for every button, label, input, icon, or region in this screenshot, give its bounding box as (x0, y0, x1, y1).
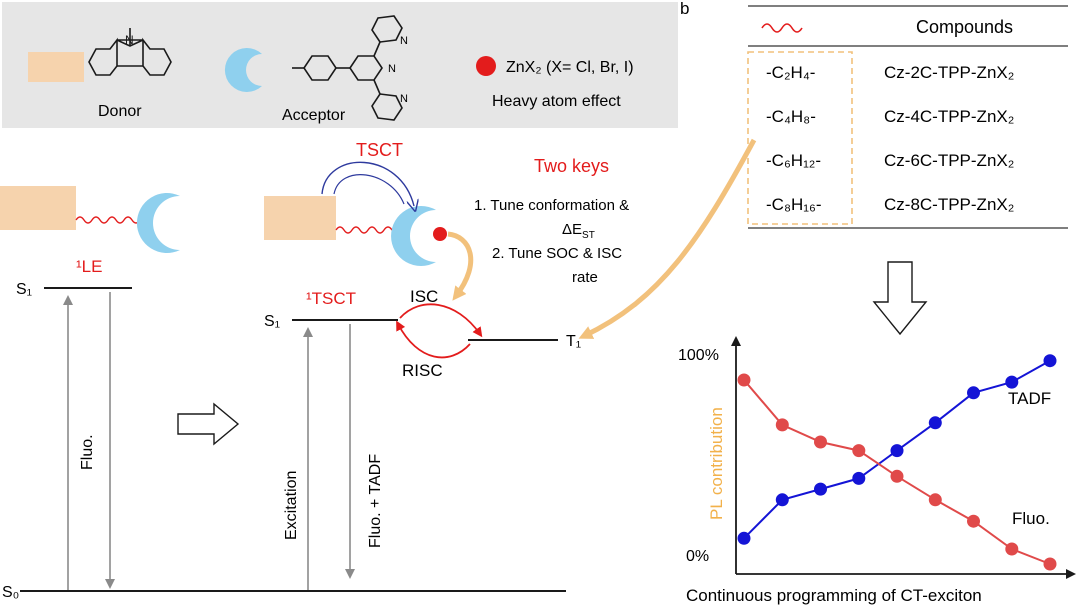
data-point-tadf (890, 444, 904, 458)
table-compound-cell: Cz-4C-TPP-ZnX₂ (884, 107, 1014, 126)
data-point-fluo (1043, 557, 1057, 571)
right-tsct-label: ¹TSCT (306, 289, 356, 308)
data-point-tadf (814, 482, 827, 496)
pyridine-n-bottom: N (400, 93, 408, 105)
data-point-fluo (814, 435, 827, 449)
donor-legend-label: Donor (98, 103, 142, 120)
series-label-fluo: Fluo. (1012, 509, 1050, 528)
data-point-fluo (890, 469, 904, 483)
legend-box (2, 2, 678, 128)
data-point-fluo (928, 493, 942, 507)
right-donor-block (264, 196, 336, 240)
t1-label: T₁ (566, 333, 581, 350)
chain-wave-icon (761, 23, 803, 33)
s0-label: S₀ (2, 584, 19, 601)
left-s1-label: S₁ (16, 281, 32, 298)
isc-arrow (399, 303, 483, 338)
isc-label: ISC (410, 287, 438, 306)
panel-b-label: b (680, 0, 689, 18)
risc-label: RISC (402, 361, 443, 380)
two-keys-line2: ΔEST (562, 221, 595, 241)
left-acceptor-crescent (136, 193, 180, 253)
acceptor-crescent-icon (224, 47, 262, 93)
left-donor-block (0, 186, 76, 230)
tsct-arrow-outer (321, 161, 414, 206)
chart-y-tick-top: 100% (678, 347, 719, 364)
data-point-tadf (852, 471, 866, 485)
table-linker-cell: -C₄H₈- (766, 107, 816, 126)
linker-highlight-box (747, 51, 853, 225)
two-keys-line4: rate (572, 269, 598, 286)
pyridine-n-mid: N (388, 63, 396, 75)
table-to-t1-arrow (578, 138, 757, 339)
right-znx-dot (433, 227, 447, 241)
data-point-fluo (852, 444, 866, 458)
two-keys-line3: 2. Tune SOC & ISC (492, 245, 622, 262)
terpyridine-structure (292, 15, 403, 121)
table-linker-cell: -C₆H₁₂- (766, 151, 821, 170)
data-point-tadf (1005, 375, 1019, 389)
table-compound-cell: Cz-8C-TPP-ZnX₂ (884, 195, 1014, 214)
table-header: Compounds (916, 17, 1013, 37)
table-body: -C₂H₄- Cz-2C-TPP-ZnX₂ -C₄H₈- Cz-4C-TPP-ZnX₂… (766, 63, 1014, 214)
left-fluo-label: Fluo. (79, 434, 96, 470)
data-point-fluo (967, 514, 980, 528)
carbazole-n-label: N (125, 33, 134, 47)
chart-y-label: PL contribution (707, 407, 726, 520)
excitation-label: Excitation (283, 471, 300, 540)
pyridine-n-top: N (400, 35, 408, 47)
right-s1-label: S₁ (264, 313, 280, 330)
two-keys-title: Two keys (534, 156, 609, 176)
two-keys-line1: 1. Tune conformation & (474, 197, 629, 214)
znx-dot-icon (476, 56, 496, 76)
table-compound-cell: Cz-6C-TPP-ZnX₂ (884, 151, 1014, 170)
donor-block-icon (28, 52, 84, 82)
data-point-tadf (967, 386, 980, 400)
data-point-tadf (737, 531, 751, 545)
series-label-tadf: TADF (1008, 389, 1051, 408)
pl-contribution-chart: PL contribution Continuous programming o… (678, 336, 1076, 605)
chart-y-tick-bottom: 0% (686, 548, 709, 565)
down-hollow-arrow (872, 261, 928, 336)
table-linker-cell: -C₈H₁₆- (766, 195, 822, 214)
heavy-atom-label: Heavy atom effect (492, 93, 621, 110)
transition-hollow-arrow (177, 402, 240, 446)
table-linker-cell: -C₂H₄- (766, 63, 815, 82)
right-acceptor-crescent (391, 206, 436, 266)
heavy-atom-to-isc-arrow (447, 231, 474, 301)
znx-legend-label: ZnX₂ (X= Cl, Br, I) (506, 59, 634, 76)
data-point-fluo (775, 418, 789, 432)
fluo-tadf-label: Fluo. + TADF (367, 454, 384, 548)
acceptor-legend-label: Acceptor (282, 107, 346, 124)
tsct-label: TSCT (356, 140, 403, 160)
data-point-fluo (737, 373, 751, 387)
data-point-tadf (1043, 354, 1057, 368)
carbazole-structure (88, 28, 172, 76)
table-compound-cell: Cz-2C-TPP-ZnX₂ (884, 63, 1014, 82)
data-point-fluo (1005, 542, 1019, 556)
left-alkyl-chain (75, 216, 149, 224)
chart-x-label: Continuous programming of CT-exciton (686, 586, 982, 605)
left-le-label: ¹LE (76, 257, 102, 276)
tsct-arrow-inner (333, 174, 405, 205)
data-point-tadf (775, 493, 789, 507)
data-point-tadf (928, 416, 942, 430)
risc-arrow (396, 320, 471, 359)
